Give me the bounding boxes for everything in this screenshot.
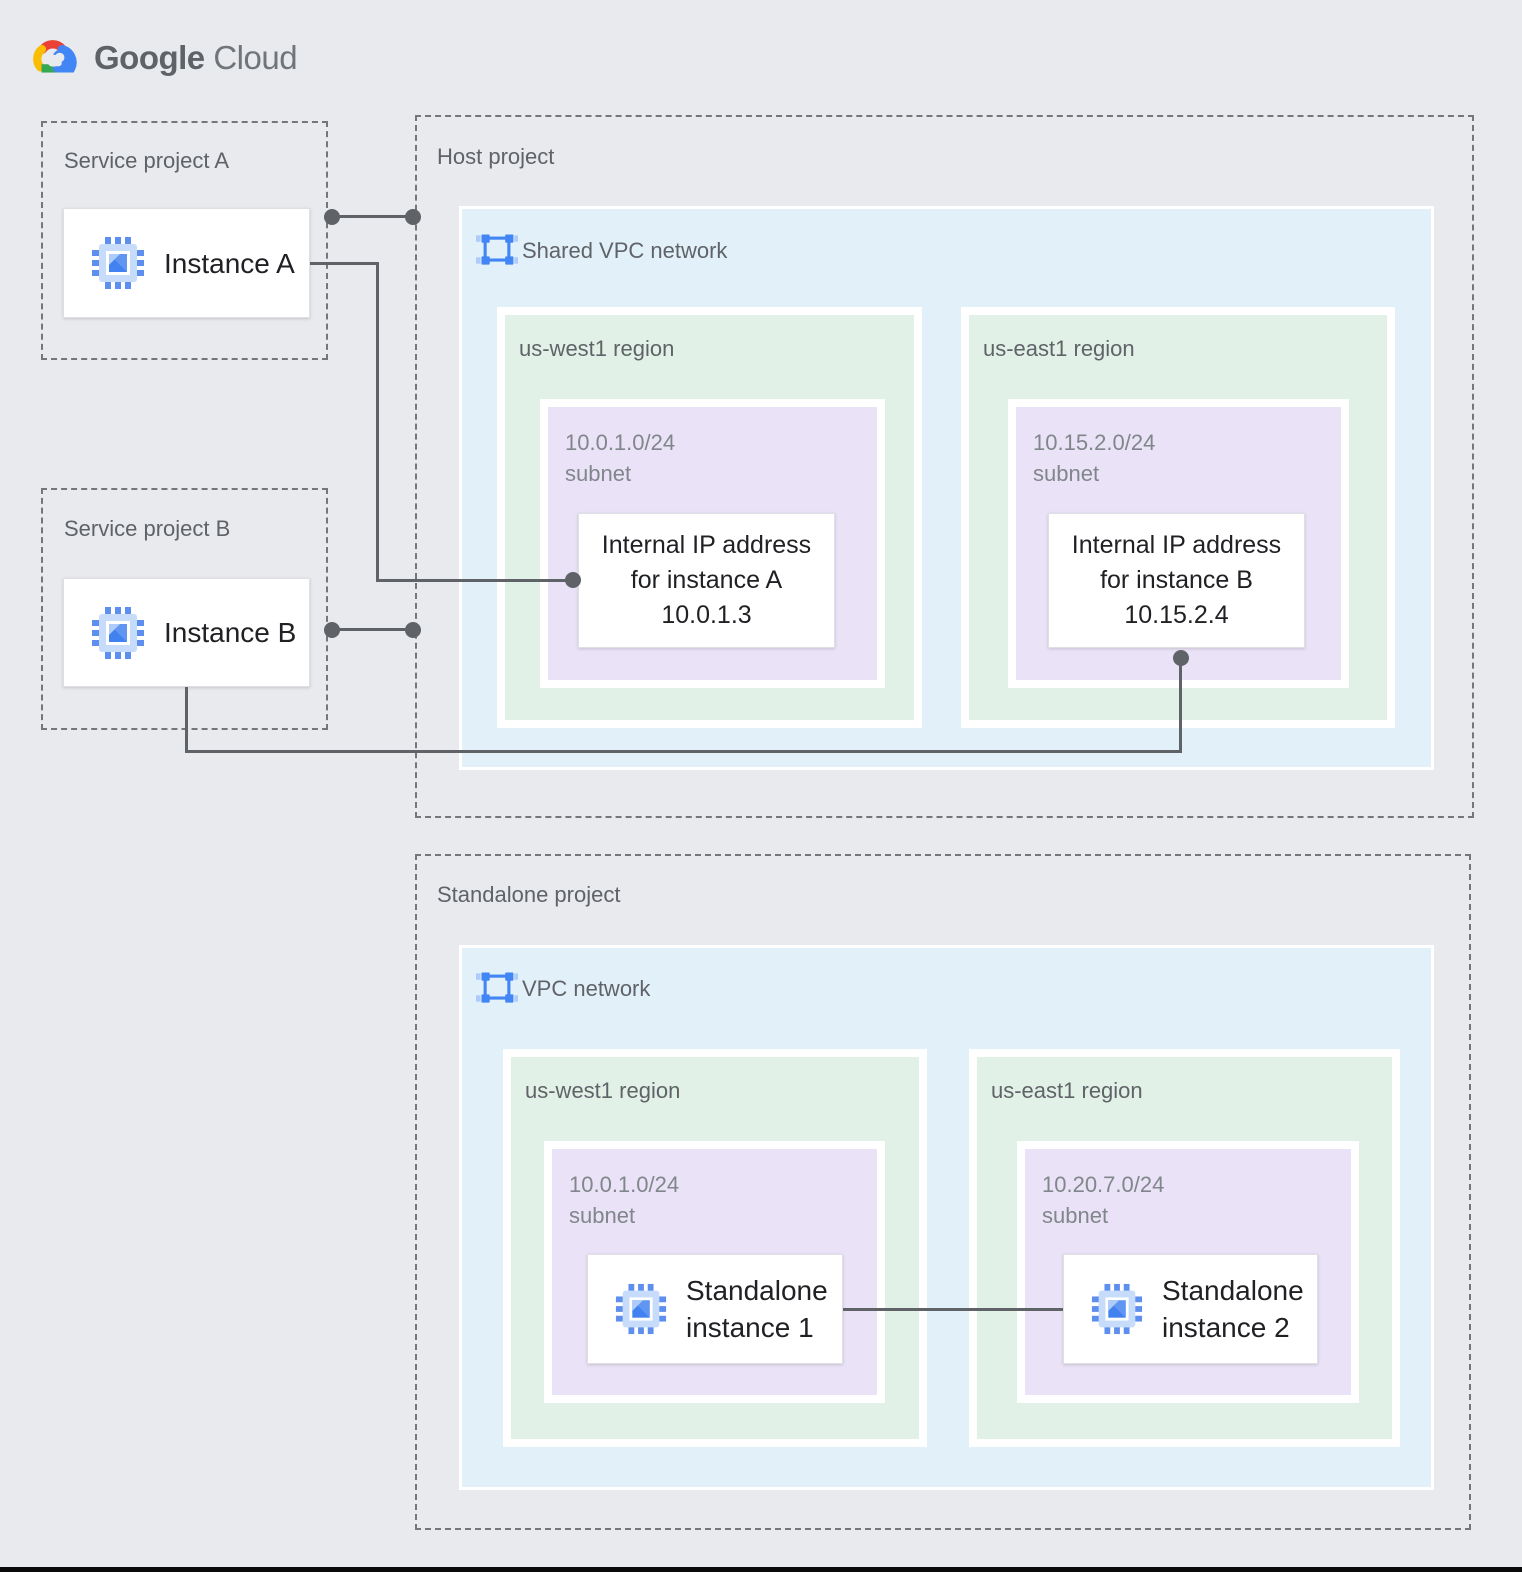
standalone-us-west1-region-label: us-west1 region: [525, 1078, 681, 1103]
google-cloud-icon: [28, 36, 82, 80]
service-project-b-label: Service project B: [64, 516, 231, 541]
standalone-west-subnet-box: 10.0.1.0/24 subnet: [544, 1141, 885, 1403]
ip-a-line3: 10.0.1.3: [661, 601, 752, 629]
standalone-instance-1-label: Standalone instance 1: [686, 1272, 828, 1346]
standalone-west-subnet-word: subnet: [569, 1203, 636, 1228]
host-west-subnet-box: 10.0.1.0/24 subnet Internal IP address f…: [540, 399, 885, 688]
host-us-west1-region-box: us-west1 region 10.0.1.0/24 subnet Inter…: [497, 307, 922, 728]
standalone-west-subnet-label: 10.0.1.0/24 subnet: [569, 1169, 679, 1231]
standalone-us-east1-region-label: us-east1 region: [991, 1078, 1143, 1103]
service-project-a-label: Service project A: [64, 148, 230, 173]
host-west-subnet-label: 10.0.1.0/24 subnet: [565, 427, 675, 489]
host-us-west1-region-label: us-west1 region: [519, 336, 675, 361]
connector-instance-a-seg2: [376, 262, 379, 582]
standalone-instance-1-line2: instance 1: [686, 1312, 814, 1343]
standalone-us-east1-region-box: us-east1 region 10.20.7.0/24 subnet: [969, 1049, 1400, 1447]
shared-vpc-network-box: Shared VPC network us-west1 region 10.0.…: [459, 206, 1434, 770]
vpc-network-label: VPC network: [522, 976, 651, 1001]
logo-google-text: Google: [94, 39, 205, 76]
connector-instance-b-seg1: [185, 687, 188, 753]
instance-b-card: Instance B: [63, 578, 310, 687]
standalone-east-subnet-word: subnet: [1042, 1203, 1109, 1228]
standalone-east-subnet-box: 10.20.7.0/24 subnet: [1017, 1141, 1359, 1403]
instance-a-card: Instance A: [63, 208, 310, 318]
connector-dot: [1173, 650, 1189, 666]
connector-instance-a-seg3: [376, 579, 574, 582]
internal-ip-instance-a-card: Internal IP address for instance A 10.0.…: [578, 513, 835, 648]
connector-dot: [324, 209, 340, 225]
standalone-instance-2-label: Standalone instance 2: [1162, 1272, 1304, 1346]
host-east-subnet-word: subnet: [1033, 461, 1100, 486]
instance-a-label: Instance A: [164, 247, 295, 279]
google-cloud-logo: Google Cloud: [28, 36, 298, 80]
ip-b-line2: for instance B: [1100, 566, 1253, 594]
ip-b-line1: Internal IP address: [1071, 531, 1282, 559]
compute-engine-icon: [1090, 1282, 1144, 1336]
host-east-subnet-label: 10.15.2.0/24 subnet: [1033, 427, 1155, 489]
host-west-subnet-word: subnet: [565, 461, 632, 486]
connector-dot: [405, 209, 421, 225]
connector-dot: [565, 572, 581, 588]
compute-engine-icon: [614, 1282, 668, 1336]
logo-cloud-text: Cloud: [213, 39, 298, 76]
ip-a-line2: for instance A: [630, 566, 783, 594]
standalone-project-label: Standalone project: [437, 882, 621, 907]
internal-ip-instance-b-card: Internal IP address for instance B 10.15…: [1048, 513, 1305, 648]
connector-dot: [324, 622, 340, 638]
standalone-instance-2-line2: instance 2: [1162, 1312, 1290, 1343]
logo-wordmark: Google Cloud: [94, 39, 298, 77]
connector-service-a-host: [330, 215, 415, 218]
host-us-east1-region-label: us-east1 region: [983, 336, 1135, 361]
compute-engine-icon: [90, 235, 146, 291]
host-project-label: Host project: [437, 144, 555, 169]
standalone-instance-2-line1: Standalone: [1162, 1275, 1304, 1306]
host-east-subnet-box: 10.15.2.0/24 subnet Internal IP address …: [1008, 399, 1349, 688]
standalone-west-subnet-cidr: 10.0.1.0/24: [569, 1172, 680, 1197]
connector-standalone-instances: [843, 1308, 1063, 1311]
standalone-east-subnet-cidr: 10.20.7.0/24: [1042, 1172, 1165, 1197]
connector-service-b-host: [330, 628, 415, 631]
connector-instance-a-seg1: [310, 262, 379, 265]
standalone-east-subnet-label: 10.20.7.0/24 subnet: [1042, 1169, 1164, 1231]
vpc-network-icon: [476, 968, 519, 1008]
ip-b-line3: 10.15.2.4: [1124, 601, 1229, 629]
vpc-network-box: VPC network us-west1 region 10.0.1.0/24 …: [459, 945, 1434, 1490]
standalone-project-box: Standalone project VPC network: [415, 854, 1471, 1530]
shared-vpc-network-label: Shared VPC network: [522, 238, 728, 263]
ip-a-line1: Internal IP address: [601, 531, 812, 559]
vpc-network-icon: [476, 230, 519, 270]
connector-instance-b-seg3: [1179, 657, 1182, 753]
connector-dot: [405, 622, 421, 638]
connector-instance-b-seg2: [185, 750, 1182, 753]
service-project-a-box: Service project A Instance A: [41, 121, 328, 360]
host-project-box: Host project Shared VPC network: [415, 115, 1474, 818]
standalone-us-west1-region-box: us-west1 region 10.0.1.0/24 subnet: [503, 1049, 927, 1447]
service-project-b-box: Service project B Instance B: [41, 488, 328, 730]
instance-b-label: Instance B: [164, 617, 297, 648]
standalone-instance-2-card: Standalone instance 2: [1063, 1254, 1318, 1364]
host-west-subnet-cidr: 10.0.1.0/24: [565, 430, 676, 455]
standalone-instance-1-card: Standalone instance 1: [587, 1254, 843, 1364]
host-east-subnet-cidr: 10.15.2.0/24: [1033, 430, 1156, 455]
bottom-edge-bar: [0, 1567, 1522, 1572]
standalone-instance-1-line1: Standalone: [686, 1275, 828, 1306]
compute-engine-icon: [90, 605, 146, 661]
